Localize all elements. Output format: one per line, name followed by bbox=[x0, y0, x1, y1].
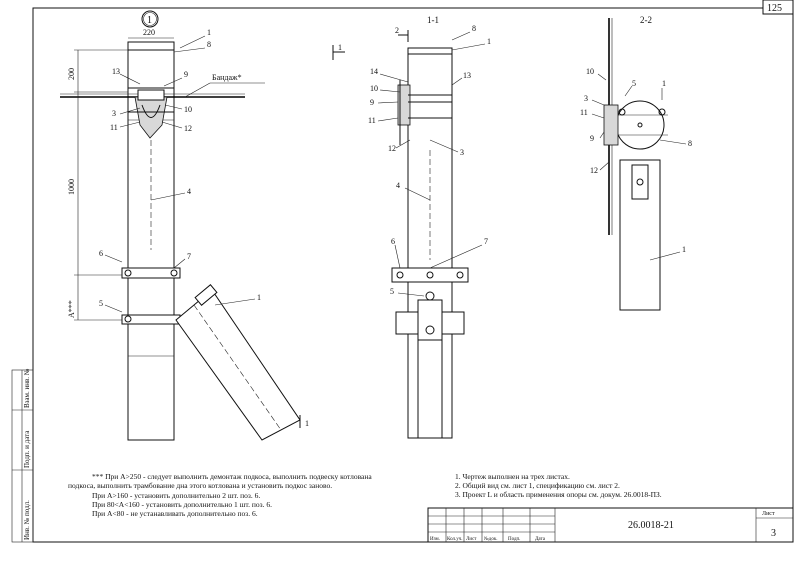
notes-left: *** При A>250 - следует выполнить демонт… bbox=[68, 472, 372, 518]
callout-12-s2: 12 bbox=[590, 166, 598, 175]
pole-cap bbox=[127, 41, 175, 51]
cut-marker-bottom: 1 bbox=[305, 419, 309, 428]
corner-number: 125 bbox=[767, 3, 782, 14]
stamp-vzam: Взам. инв. № bbox=[23, 368, 31, 408]
callout-5-s2: 5 bbox=[632, 79, 636, 88]
sheet-number: 3 bbox=[771, 528, 776, 539]
callout-9: 9 bbox=[184, 70, 188, 79]
note-left-3: При A>160 - установить дополнительно 2 ш… bbox=[92, 491, 260, 500]
callout-13-s1: 13 bbox=[463, 71, 471, 80]
view-number: 1 bbox=[147, 15, 152, 26]
callout-1: 1 bbox=[207, 28, 211, 37]
callout-1b-s2: 1 bbox=[682, 245, 686, 254]
view-section-1-1: 1-1 bbox=[368, 15, 491, 439]
callout-3-s2: 3 bbox=[584, 94, 588, 103]
callout-5: 5 bbox=[99, 299, 103, 308]
dim-200: 200 bbox=[67, 68, 76, 80]
view-number-circle bbox=[141, 10, 159, 28]
callout-10-s1: 10 bbox=[370, 84, 378, 93]
view-section-2-2: 2-2 10 5 1 3 11 9 8 bbox=[580, 15, 692, 311]
note-left-4: При 80<A<160 - установить дополнительно … bbox=[92, 500, 272, 509]
callout-9-s2: 9 bbox=[590, 134, 594, 143]
title-block: Изм. Кол.уч. Лист №док. Подп. Дата 26.00… bbox=[427, 507, 794, 543]
stamp-inv-orig: Инв. № подл. bbox=[23, 500, 31, 540]
tb-col-data: Дата bbox=[535, 537, 546, 542]
section-1-1-label: 1-1 bbox=[427, 15, 439, 25]
callout-2: 2 bbox=[395, 26, 399, 35]
callout-11-s2: 11 bbox=[580, 108, 588, 117]
callout-3: 3 bbox=[112, 109, 116, 118]
bracket-section-1-1 bbox=[397, 84, 411, 126]
note-left-5: При A<80 - не устанавливать дополнительн… bbox=[92, 509, 258, 518]
callout-10-s2: 10 bbox=[586, 67, 594, 76]
notes-right: 1. Чертеж выполнен на трех листах. 2. Об… bbox=[455, 472, 662, 499]
dim-1000: 1000 bbox=[67, 179, 76, 195]
callout-12-s1: 12 bbox=[388, 144, 396, 153]
callout-5-s1: 5 bbox=[390, 287, 394, 296]
callout-1-s2: 1 bbox=[662, 79, 666, 88]
sheet-frame bbox=[32, 7, 794, 543]
clamp-6-7 bbox=[121, 267, 181, 279]
callout-10: 10 bbox=[184, 105, 192, 114]
dim-a: A*** bbox=[67, 300, 76, 318]
callout-9-s1: 9 bbox=[370, 98, 374, 107]
strut bbox=[175, 289, 301, 441]
callout-7: 7 bbox=[187, 252, 191, 261]
note-right-2: 2. Общий вид см. лист 1, спецификацию см… bbox=[455, 481, 620, 490]
callout-11: 11 bbox=[110, 123, 118, 132]
callout-4: 4 bbox=[187, 187, 191, 196]
callout-6-s1: 6 bbox=[391, 237, 395, 246]
view-main-elevation: 1 220 200 1000 A*** Бандаж* bbox=[60, 10, 345, 441]
callout-8-s2: 8 bbox=[688, 139, 692, 148]
note-left-2: подкоса, выполнить трамбование дна этого… bbox=[68, 481, 332, 490]
note-right-1: 1. Чертеж выполнен на трех листах. bbox=[455, 472, 570, 481]
callout-6: 6 bbox=[99, 249, 103, 258]
callout-11-s1: 11 bbox=[368, 116, 376, 125]
tb-col-podp: Подп. bbox=[508, 537, 520, 542]
callout-1b: 1 bbox=[257, 293, 261, 302]
note-left-1: *** При A>250 - следует выполнить демонт… bbox=[92, 472, 372, 481]
tb-col-kol: Кол.уч. bbox=[447, 537, 463, 542]
dim-220: 220 bbox=[143, 28, 155, 37]
callout-8: 8 bbox=[207, 40, 211, 49]
callout-1-s1: 1 bbox=[487, 37, 491, 46]
tb-col-list: Лист bbox=[466, 537, 477, 542]
note-right-3: 3. Проект L и область применения опоры с… bbox=[455, 490, 662, 499]
callout-7-s1: 7 bbox=[484, 237, 488, 246]
callout-4-s1: 4 bbox=[396, 181, 400, 190]
side-stamp: Инв. № подл. Подп. и дата Взам. инв. № bbox=[11, 368, 34, 543]
sheet-label: Лист bbox=[762, 511, 775, 517]
doc-code: 26.0018-21 bbox=[628, 520, 674, 531]
pole-circle bbox=[615, 100, 665, 150]
callout-13: 13 bbox=[112, 67, 120, 76]
corner-number-box bbox=[762, 0, 794, 15]
tb-col-ndok: №док. bbox=[484, 536, 498, 542]
cut-marker-top: 1 bbox=[338, 43, 342, 52]
bandage-label: Бандаж* bbox=[212, 73, 242, 82]
section-2-2-label: 2-2 bbox=[640, 15, 652, 25]
tb-col-izm: Изм. bbox=[430, 537, 440, 542]
callout-14-s1: 14 bbox=[370, 67, 378, 76]
callout-12: 12 bbox=[184, 124, 192, 133]
callout-3-s1: 3 bbox=[460, 148, 464, 157]
stamp-sign-date: Подп. и дата bbox=[23, 430, 31, 468]
callout-8-s1: 8 bbox=[472, 24, 476, 33]
